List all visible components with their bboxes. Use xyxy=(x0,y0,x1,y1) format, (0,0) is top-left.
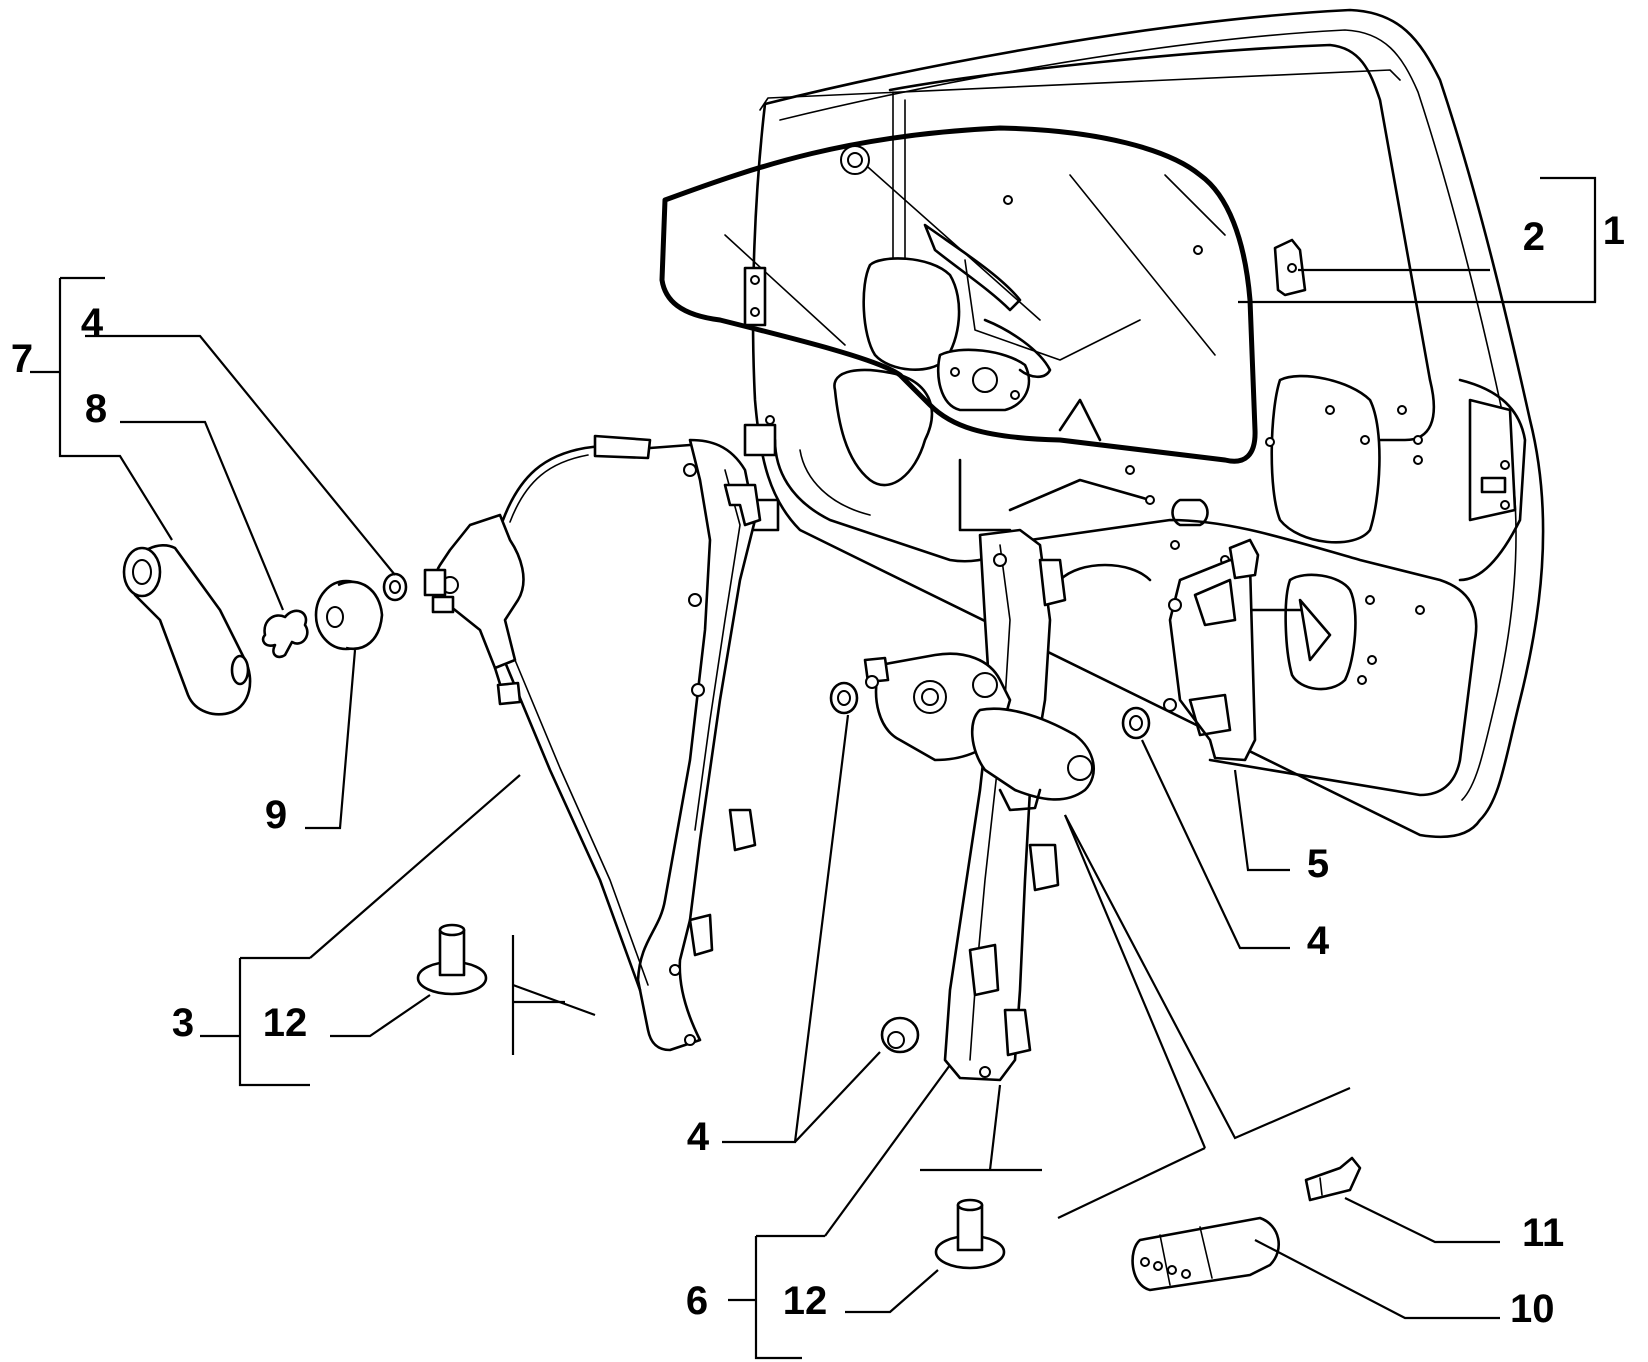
callout-2: 2 xyxy=(1523,215,1545,259)
nut-part-4-center-upper xyxy=(829,681,859,715)
nut-part-4-left xyxy=(382,572,408,602)
spring-clip-part-8 xyxy=(261,609,309,659)
connector-part-10 xyxy=(1131,1216,1280,1292)
callout-8: 8 xyxy=(85,387,107,431)
nut-part-4-center-lower xyxy=(880,1016,920,1054)
window-crank-handle-part-7 xyxy=(122,543,252,716)
pin-part-12-lower xyxy=(934,1198,1006,1270)
nut-part-4-right xyxy=(1121,706,1151,740)
callout-7: 7 xyxy=(11,337,33,381)
window-glass xyxy=(659,125,1258,464)
callout-4-bottom: 4 xyxy=(687,1115,710,1159)
callout-5: 5 xyxy=(1307,842,1329,886)
door-panel xyxy=(743,8,1545,839)
clip-part-2 xyxy=(1273,238,1307,297)
callout-12-left: 12 xyxy=(263,1001,308,1045)
callout-1: 1 xyxy=(1603,209,1625,253)
callout-4-upper-left: 4 xyxy=(81,301,104,345)
terminal-part-11 xyxy=(1304,1156,1362,1202)
callout-3: 3 xyxy=(172,1001,194,1045)
callout-6: 6 xyxy=(686,1279,708,1323)
callout-11: 11 xyxy=(1522,1211,1564,1255)
escutcheon-ring-part-9 xyxy=(314,579,384,651)
callout-labels: 1 2 7 4 8 9 3 12 5 4 4 6 12 11 10 xyxy=(11,209,1625,1331)
guide-bracket-part-5 xyxy=(1163,538,1260,762)
leader-lines xyxy=(30,176,1597,1360)
callout-12-bottom: 12 xyxy=(783,1279,828,1323)
callout-4-right: 4 xyxy=(1307,919,1330,963)
electric-regulator-part-6 xyxy=(863,528,1095,1082)
manual-regulator-part-3 xyxy=(423,434,762,1052)
pin-part-12-left xyxy=(416,923,488,996)
callout-10: 10 xyxy=(1510,1287,1555,1331)
callout-9: 9 xyxy=(265,793,287,837)
